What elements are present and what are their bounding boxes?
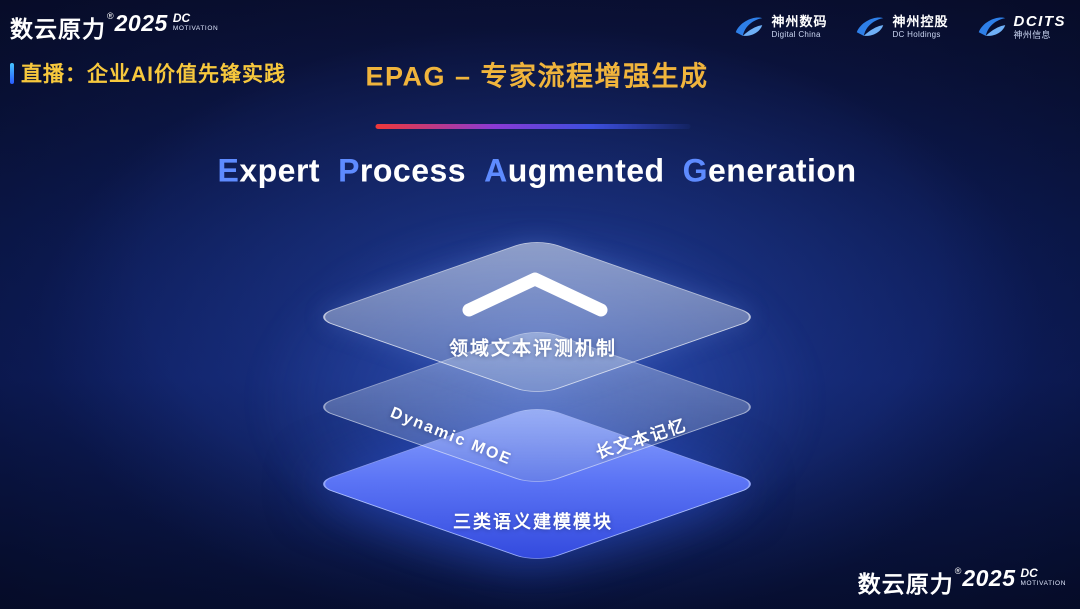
brand-logo-top: 数云原力 ® 2025 DC MOTIVATION [10, 10, 218, 44]
brand-motivation: MOTIVATION [1020, 580, 1066, 587]
layer-top-label: 领域文本评测机制 [448, 338, 618, 360]
partner-subtitle: 神州信息 [1013, 30, 1051, 41]
brand-dc: DC [172, 11, 191, 25]
partner-subtitle: Digital China [771, 29, 821, 39]
partner-text: 神州控股 DC Holdings [892, 13, 949, 39]
registered-mark: ® [954, 566, 962, 576]
live-text: 直播：企业AI价值先锋实践 [21, 63, 286, 86]
registered-mark: ® [107, 11, 114, 21]
brand-dc: DC [1020, 566, 1038, 580]
partner-subtitle: DC Holdings [892, 29, 941, 39]
headline-word: Generation [682, 152, 857, 189]
brand-logo-bottom: 数云原力 ® 2025 DC MOTIVATION [858, 565, 1066, 599]
partner-text: 神州数码 Digital China [771, 13, 828, 39]
partner-text: DCITS 神州信息 [1014, 13, 1067, 41]
layer-bottom-label: 三类语义建模模块 [453, 512, 613, 532]
partner-dc-holdings: 神州控股 DC Holdings [855, 12, 948, 42]
live-accent-bar [10, 62, 14, 84]
partner-digital-china: 神州数码 Digital China [734, 12, 827, 42]
live-label: 直播：企业AI价值先锋实践 [10, 58, 286, 88]
dc-holdings-logo-icon [857, 17, 884, 36]
brand-name: 数云原力 [10, 16, 106, 42]
headline-word: Process [338, 152, 467, 189]
partner-name: DCITS [1013, 13, 1066, 31]
brand-year: 2025 [114, 10, 168, 36]
brand-dc-stack: DC MOTIVATION [173, 12, 218, 33]
digital-china-logo-icon [736, 17, 763, 36]
headline-word: Expert [217, 152, 321, 189]
chevron-up-icon [462, 272, 608, 317]
page-title: EPAG – 专家流程增强生成 [365, 61, 709, 92]
gradient-divider [375, 124, 691, 129]
brand-dc-stack: DC MOTIVATION [1021, 567, 1066, 588]
partner-name: 神州控股 [892, 13, 949, 29]
partner-logos: 神州数码 Digital China 神州控股 DC Holdings DCIT… [734, 12, 1066, 42]
partner-dcits: DCITS 神州信息 [977, 12, 1067, 42]
dcits-logo-icon [978, 17, 1005, 36]
headline-word: Augmented [484, 152, 665, 189]
brand-name: 数云原力 [857, 571, 954, 597]
brand-year: 2025 [962, 565, 1016, 591]
headline: Expert Process Augmented Generation [208, 153, 865, 190]
brand-motivation: MOTIVATION [172, 25, 219, 32]
partner-name: 神州数码 [771, 13, 828, 29]
